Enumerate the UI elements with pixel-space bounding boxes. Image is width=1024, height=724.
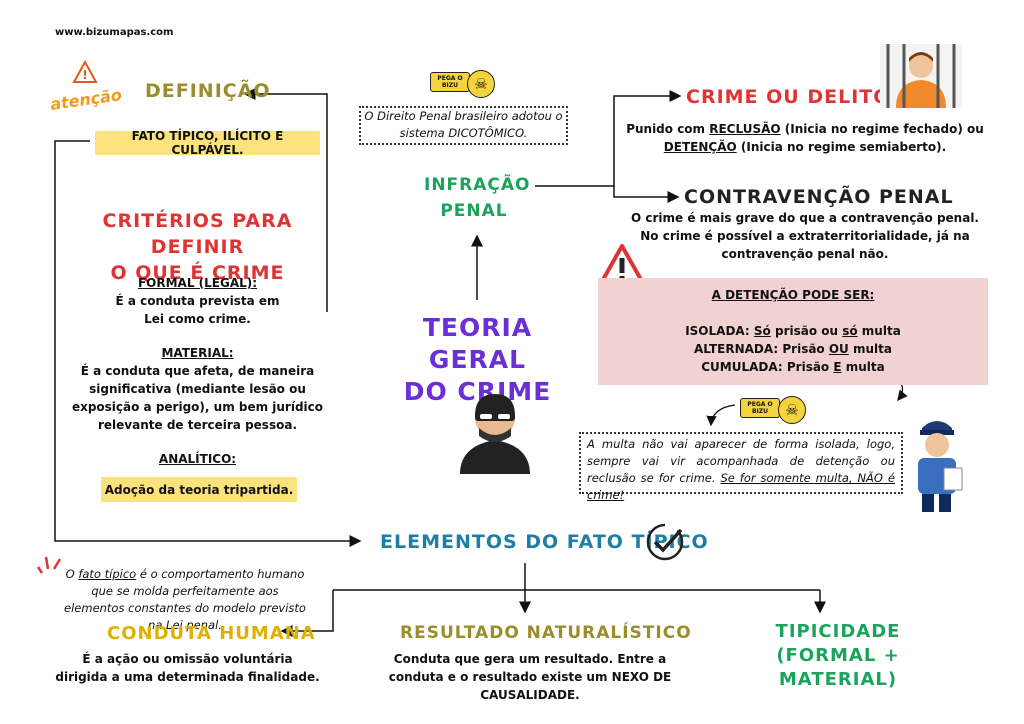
curve-arrow-2 <box>706 404 736 427</box>
material-text: É a conduta que afeta, de maneira signif… <box>71 364 324 432</box>
resultado-text: Conduta que gera um resultado. Entre a c… <box>388 652 672 702</box>
criterios-title-line1: CRITÉRIOS PARA DEFINIR <box>102 210 293 258</box>
criterios-body: FORMAL (LEGAL): É a conduta prevista em … <box>70 274 325 468</box>
contravencao-text: O crime é mais grave do que a contravenç… <box>630 211 979 261</box>
warning-triangle-icon: ! <box>72 60 98 83</box>
criterios-title: CRITÉRIOS PARA DEFINIR O QUE É CRIME <box>70 208 325 286</box>
line-to-conduta <box>280 590 334 637</box>
alternada-label: ALTERNADA: Prisão <box>694 342 829 356</box>
skull-icon-2: ☠ <box>778 396 806 424</box>
isolada-mid: prisão ou <box>770 324 843 338</box>
conduta-text: É a ação ou omissão voluntária dirigida … <box>55 652 320 684</box>
alert-lines-icon <box>36 556 62 574</box>
cumulada-label: CUMULADA: Prisão <box>701 360 834 374</box>
analitico-box: Adoção da teoria tripartida. <box>101 477 297 502</box>
bizu-note-1: O Direito Penal brasileiro adotou o sist… <box>359 106 568 145</box>
detencao-box-text: A DETENÇÃO PODE SER: ISOLADA: Só prisão … <box>598 286 988 376</box>
crime-text-b: (Inicia no regime fechado) ou <box>780 122 984 136</box>
note-b: é o comportamento humano que se molda pe… <box>64 567 306 632</box>
prisoner-icon <box>880 44 962 108</box>
infracao-title-line1: INFRAÇÃO <box>424 175 531 195</box>
fato-tipico-note: O fato típico é o comportamento humano q… <box>60 566 310 634</box>
line-to-contravencao <box>613 186 680 203</box>
detencao-cumulada: CUMULADA: Prisão E multa <box>598 358 988 376</box>
center-title-line2: DO CRIME <box>403 377 552 406</box>
detencao-isolada: ISOLADA: Só prisão ou só multa <box>598 322 988 340</box>
formal-text: É a conduta prevista em Lei como crime. <box>115 294 280 326</box>
svg-text:!: ! <box>82 68 87 82</box>
tipicidade-line2: (FORMAL + MATERIAL) <box>776 645 900 690</box>
thief-icon <box>460 394 530 474</box>
detencao-word: DETENÇÃO <box>663 140 737 154</box>
crime-delito-title: CRIME OU DELITO <box>686 86 891 108</box>
bizu-tag-2: PEGA O BIZU <box>740 398 780 418</box>
bizu-tag-1: PEGA O BIZU <box>430 72 470 92</box>
analitico-label: ANALÍTICO: <box>158 452 237 466</box>
detencao-box <box>598 278 988 385</box>
reclusao-word: RECLUSÃO <box>709 122 781 136</box>
crime-text-c: (Inicia no regime semiaberto). <box>736 140 947 154</box>
bizu-tag-1-line1: PEGA O <box>437 75 463 82</box>
isolada-label: ISOLADA: <box>685 324 754 338</box>
isolada-end: multa <box>857 324 901 338</box>
checkmark-icon <box>646 523 684 561</box>
formal-label: FORMAL (LEGAL): <box>137 276 258 290</box>
detencao-alternada: ALTERNADA: Prisão OU multa <box>598 340 988 358</box>
bizu-tag-2-line2: BIZU <box>751 408 769 415</box>
note-a: O <box>65 567 79 581</box>
infracao-title: INFRAÇÃO PENAL <box>424 172 531 224</box>
isolada-so1: Só <box>753 324 771 338</box>
tipicidade-line1: TIPICIDADE <box>775 621 901 642</box>
center-title: TEORIA GERAL DO CRIME <box>385 312 570 408</box>
bizu2-text: A multa não vai aparecer de forma isolad… <box>587 437 895 485</box>
conduta-title: CONDUTA HUMANA <box>107 623 316 644</box>
bizu-note-2: A multa não vai aparecer de forma isolad… <box>579 432 903 502</box>
crime-text-a: Punido com <box>626 122 710 136</box>
bizu-tag-2-line1: PEGA O <box>747 401 773 408</box>
bizu-tag-1-line2: BIZU <box>441 82 459 89</box>
cumulada-e: E <box>833 360 842 374</box>
detencao-box-title: A DETENÇÃO PODE SER: <box>711 288 875 302</box>
material-label: MATERIAL: <box>161 346 234 360</box>
note-underlined: fato típico <box>78 567 137 581</box>
site-url: www.bizumapas.com <box>55 27 174 38</box>
cumulada-end: multa <box>841 360 885 374</box>
center-title-line1: TEORIA GERAL <box>422 313 533 374</box>
infracao-title-line2: PENAL <box>440 201 508 221</box>
definicao-box: FATO TÍPICO, ILÍCITO E CULPÁVEL. <box>95 129 320 157</box>
police-officer-icon <box>918 421 963 512</box>
criterios-title-line2: O QUE É CRIME <box>110 262 285 284</box>
tipicidade-title: TIPICIDADE (FORMAL + MATERIAL) <box>733 620 943 692</box>
bizu2-underlined: Se for somente multa, NÃO é crime! <box>587 471 895 502</box>
isolada-so2: só <box>842 324 858 338</box>
line-center-to-definicao <box>243 88 328 312</box>
contravencao-title: CONTRAVENÇÃO PENAL <box>684 186 954 208</box>
line-to-crime <box>613 90 682 186</box>
resultado-title: RESULTADO NATURALÍSTICO <box>400 623 692 643</box>
line-left-bracket <box>54 140 362 547</box>
skull-icon: ☠ <box>467 70 495 98</box>
elementos-title: ELEMENTOS DO FATO TÍPICO <box>380 531 709 553</box>
definicao-title: DEFINIÇÃO <box>145 80 271 102</box>
crime-delito-text: Punido com RECLUSÃO (Inicia no regime fe… <box>625 120 985 156</box>
alternada-end: multa <box>848 342 892 356</box>
alternada-ou: OU <box>828 342 849 356</box>
